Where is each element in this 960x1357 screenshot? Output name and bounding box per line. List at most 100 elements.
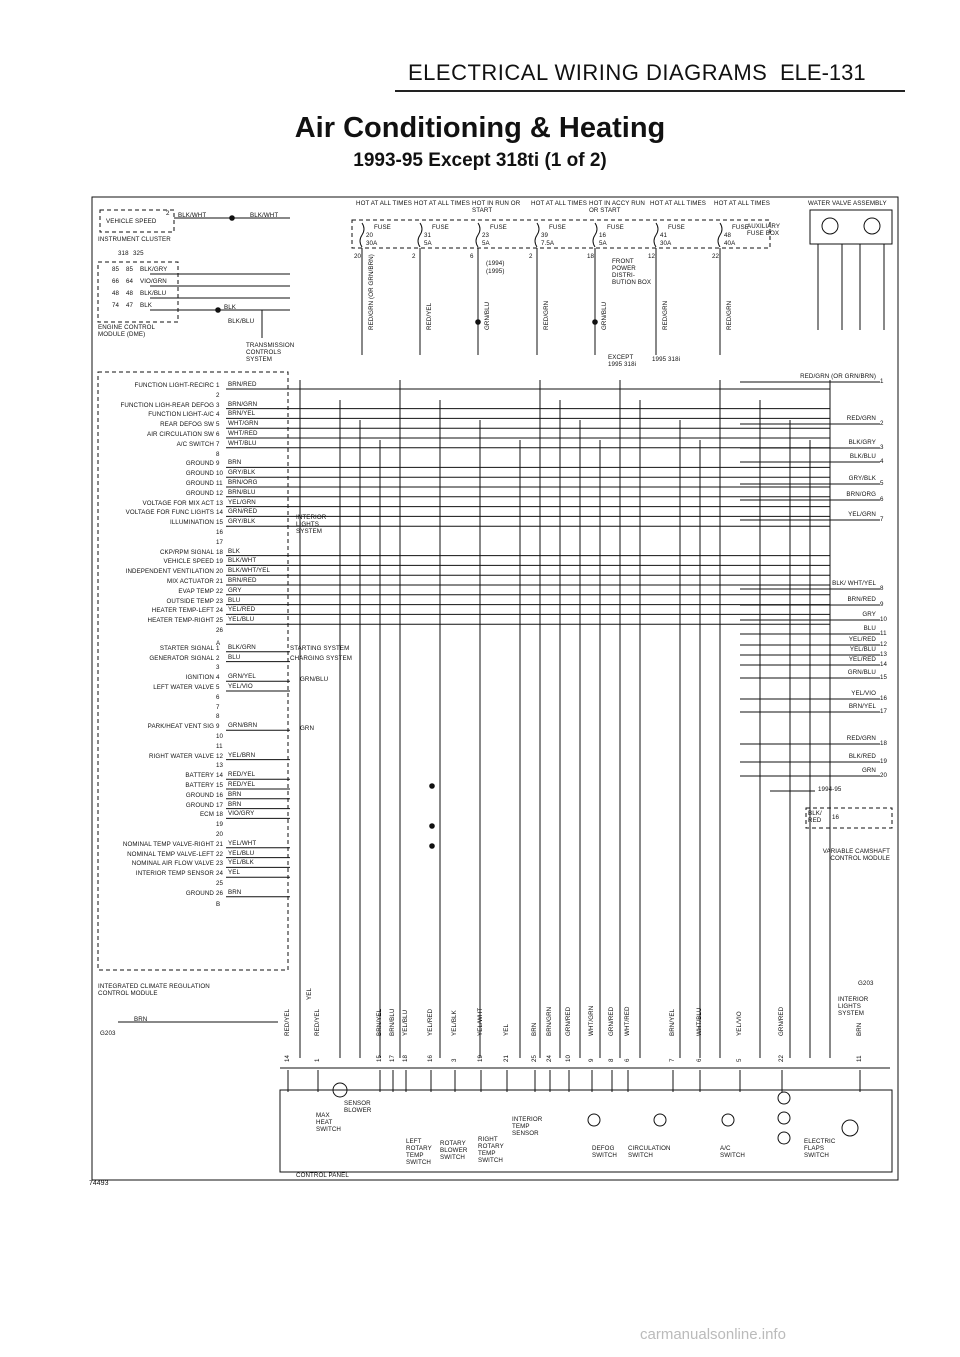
ground-label: G203 (100, 1030, 116, 1037)
module-pin-wire: GRN/YEL (228, 673, 256, 681)
module-pin-number: 21 (216, 840, 224, 848)
module-pin-number: 15 (216, 519, 224, 527)
connector-pin: 17 (389, 1054, 396, 1062)
module-pin-wire: BRN/ORG (228, 479, 258, 486)
right-wire-number: 20 (880, 772, 888, 779)
module-pin-number: 19 (216, 558, 224, 566)
defog-switch-label: DEFOG SWITCH (592, 1145, 618, 1159)
connector-wire: YEL/WHT (477, 1007, 484, 1036)
module-pin-number: 1 (216, 382, 220, 389)
fuse-symbol (534, 222, 540, 248)
module-pin-wire: YEL (228, 869, 240, 877)
module-pin-number: 9 (216, 460, 220, 468)
connector-wire: BRN/YEL (376, 1008, 383, 1036)
module-pin-number: 26 (216, 889, 224, 897)
camshaft-label: VARIABLE CAMSHAFT CONTROL MODULE (822, 848, 890, 862)
module-pin-number: 7 (216, 703, 220, 711)
module-pin-number: 18 (216, 811, 224, 819)
wire-color: GRN (300, 724, 315, 732)
right-wire-label: YEL/RED (848, 636, 876, 643)
right-wire-label: RED/GRN (OR GRN/BRN) (800, 373, 876, 380)
pin-number: 66 (112, 278, 120, 285)
diagram-title: Air Conditioning & Heating (294, 112, 666, 144)
connector-pin: 22 (778, 1054, 785, 1062)
right-wire-number: 9 (880, 601, 884, 608)
left-rotary-label: LEFT ROTARY TEMP SWITCH (406, 1138, 432, 1166)
module-pin-number: 2 (216, 654, 220, 662)
right-wire-number: 3 (880, 444, 884, 451)
instrument-cluster-label: INSTRUMENT CLUSTER (98, 236, 171, 243)
indicator-lamp-icon (777, 1131, 791, 1145)
connector-pin: 1 (314, 1058, 321, 1062)
fuse-heading: HOT IN RUN OR START (472, 200, 521, 214)
module-pin-name: RIGHT WATER VALVE (149, 752, 214, 760)
module-pin-name: VEHICLE SPEED (163, 558, 214, 566)
page-number: ELE-131 (780, 60, 866, 85)
module-pin-wire: BRN/RED (228, 577, 257, 584)
right-wire-number: 19 (880, 758, 888, 765)
right-wire-label: BLK/ WHT/YEL (832, 580, 876, 587)
module-pin-name: INDEPENDENT VENTILATION (125, 568, 214, 576)
right-wire-label: BLK/GRY (848, 439, 876, 446)
vertical-wire-label: RED/GRN (OR GRN/BRN) (368, 254, 375, 330)
water-valve-label: WATER VALVE ASSEMBLY (808, 200, 887, 207)
year-note: (1994) (486, 260, 505, 267)
module-pin-name: GROUND (185, 489, 214, 497)
watermark: carmanualsonline.info (640, 1326, 786, 1343)
wire-color: BLK/BLU (140, 290, 167, 297)
interior-lights-label: INTERIOR LIGHTS SYSTEM (296, 514, 327, 535)
connector-pin: 11 (856, 1055, 863, 1062)
module-pin-wire: WHT/BLU (228, 439, 257, 447)
module-pin-name: BATTERY (185, 772, 214, 780)
pin-number: 64 (126, 278, 134, 285)
module-pin-wire: BLU (228, 596, 241, 604)
indicator-lamp-icon (777, 1091, 791, 1105)
module-pin-name: GROUND (185, 791, 214, 799)
connector-wire: BRN/YEL (669, 1008, 676, 1036)
connector-wire: GRN/RED (565, 1006, 572, 1036)
module-pin-number: 25 (216, 880, 224, 887)
right-wire-number: 13 (880, 651, 888, 658)
connector-pin: 10 (565, 1054, 572, 1062)
module-pin-number: 4 (216, 674, 220, 682)
fuse-terminal: 2 (412, 253, 416, 260)
connector-wire: GRN/RED (778, 1006, 785, 1036)
vertical-wire-label: GRN/BLU (484, 301, 491, 330)
connector-wire: BRN (856, 1022, 863, 1036)
module-pin-number: 8 (216, 450, 220, 458)
connector-pin: 19 (477, 1054, 484, 1062)
module-pin-wire: GRY/BLK (228, 518, 256, 526)
right-wire-label: RED/GRN (846, 415, 876, 422)
module-pin-wire: BRN/BLU (228, 488, 256, 496)
fuse-label: FUSE (668, 224, 685, 231)
fuse-number: 20 (366, 232, 374, 239)
module-pin-number: 17 (216, 801, 224, 809)
module-pin-name: ECM (199, 811, 214, 819)
connector-wire: BRN/BLU (389, 1008, 396, 1036)
connector-wire: BRN/GRN (546, 1006, 553, 1036)
module-pin-name: HEATER TEMP-LEFT (151, 607, 214, 615)
module-pin-number: 3 (216, 401, 220, 409)
page-header: ELECTRICAL WIRING DIAGRAMS ELE-131 (0, 0, 960, 110)
module-pin-number: 18 (216, 548, 224, 556)
right-wire-label: YEL/RED (848, 656, 876, 663)
module-pin-name: INTERIOR TEMP SENSOR (135, 870, 214, 878)
module-pin-wire: BRN (228, 459, 242, 467)
module-pin-name: NOMINAL TEMP VALVE-LEFT (127, 850, 214, 858)
module-pin-name: CKP/RPM SIGNAL (159, 548, 214, 556)
pin-number: 318 (118, 250, 129, 257)
module-pin-number: 17 (216, 538, 224, 546)
module-pin-number: 14 (216, 509, 224, 517)
module-pin-number: 24 (216, 607, 224, 615)
connector-wire: BRN (531, 1022, 538, 1036)
module-pin-name: OUTSIDE TEMP (166, 597, 214, 605)
right-wire-number: 1 (880, 378, 884, 385)
module-pin-wire: GRN/BRN (228, 722, 258, 730)
connector-pin: 6 (624, 1058, 631, 1062)
module-pin-number: 5 (216, 684, 220, 691)
module-pin-number: 26 (216, 627, 224, 634)
connector-wire: YEL/RED (427, 1008, 434, 1036)
right-wire-label: BLU (863, 625, 876, 632)
module-pin-number: 6 (216, 431, 220, 438)
indicator-lamp-icon (653, 1113, 667, 1127)
